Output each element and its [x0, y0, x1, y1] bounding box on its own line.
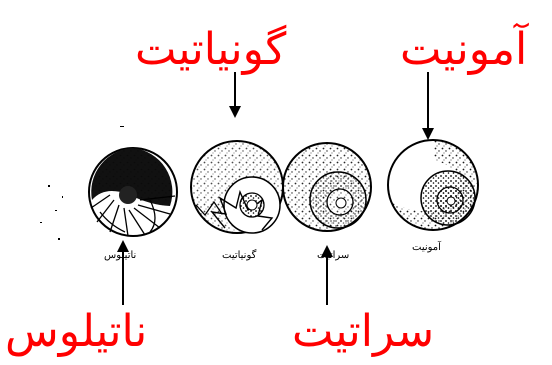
goniatite-shell — [191, 141, 283, 233]
caption-ceratite: سراتیت — [317, 250, 349, 261]
label-goniatite: گونیاتیت — [135, 28, 286, 72]
caption-goniatite: گونیاتیت — [222, 250, 256, 261]
ceratite-shell — [283, 143, 371, 231]
label-ceratite: سراتیت — [292, 310, 434, 354]
nautilus-shell — [89, 148, 177, 236]
caption-ammonite: آمونیت — [412, 242, 441, 253]
label-ammonite: آمونیت — [400, 28, 527, 72]
caption-nautilus: ناتیلوس — [104, 250, 136, 261]
ammonite-shell — [388, 140, 478, 230]
label-nautilus: ناتیلوس — [5, 310, 147, 354]
